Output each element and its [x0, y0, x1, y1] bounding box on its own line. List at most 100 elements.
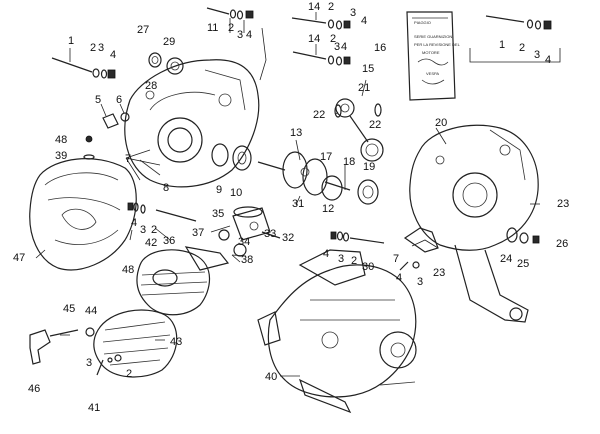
- label-38: 38: [241, 254, 253, 266]
- label-3d: 3: [334, 41, 340, 53]
- leader-lines: [35, 12, 540, 377]
- label-4a: 4: [110, 49, 116, 61]
- label-15: 15: [362, 63, 374, 75]
- callout-numbers: 1 2 3 4 27 29 28 11 2 3 4 14 2 3 4 14 2 …: [13, 1, 569, 414]
- label-34: 34: [238, 236, 250, 248]
- label-30: 30: [362, 261, 374, 273]
- label-29: 29: [163, 36, 175, 48]
- connecting-rod: [334, 98, 384, 162]
- bolt-set-top-center: [206, 7, 267, 81]
- label-4b: 4: [246, 29, 252, 41]
- label-1b: 1: [499, 39, 505, 51]
- crankshaft: [257, 151, 351, 196]
- bag-line5: VESPA: [426, 71, 439, 76]
- label-2d: 2: [330, 33, 336, 45]
- label-40: 40: [265, 371, 277, 383]
- label-4f: 4: [131, 217, 137, 229]
- label-16: 16: [374, 42, 386, 54]
- label-8: 8: [163, 182, 169, 194]
- label-18: 18: [343, 156, 355, 168]
- seals-and-bearings-left: [100, 52, 184, 129]
- label-6: 6: [116, 94, 122, 106]
- label-33: 33: [264, 228, 276, 240]
- label-20: 20: [435, 117, 447, 129]
- label-2i: 2: [126, 368, 132, 380]
- label-35: 35: [212, 208, 224, 220]
- label-3e: 3: [534, 49, 540, 61]
- label-32: 32: [282, 232, 294, 244]
- label-1a: 1: [68, 35, 74, 47]
- fastener-7-right: [399, 227, 439, 271]
- label-17: 17: [320, 151, 332, 163]
- label-12: 12: [322, 203, 334, 215]
- crankcase-right-half: [409, 124, 539, 323]
- label-44: 44: [85, 305, 97, 317]
- bearings-9-10: [211, 143, 252, 171]
- label-4h: 4: [396, 272, 402, 284]
- assembled-engine: [257, 249, 417, 414]
- bag-line1: PIAGGIO: [414, 20, 431, 25]
- label-13: 13: [290, 127, 302, 139]
- bolt-set-left: [51, 48, 116, 79]
- label-2g: 2: [351, 255, 357, 267]
- label-42: 42: [145, 237, 157, 249]
- label-4d: 4: [341, 41, 347, 53]
- gasket-set-bag: PIAGGIO SERIE GUARNIZIONI PER LA REVISIO…: [406, 11, 461, 101]
- label-46: 46: [28, 383, 40, 395]
- bearings-17-19: [321, 175, 379, 205]
- cylinder-head: [93, 309, 178, 378]
- label-14b: 14: [308, 33, 320, 45]
- label-48a: 48: [55, 134, 67, 146]
- head-bolt-41: [96, 354, 122, 376]
- label-47: 47: [13, 252, 25, 264]
- label-21: 21: [358, 82, 370, 94]
- label-36: 36: [163, 235, 175, 247]
- label-22a: 22: [313, 109, 325, 121]
- label-9: 9: [216, 184, 222, 196]
- label-4c: 4: [361, 15, 367, 27]
- label-3i: 3: [86, 357, 92, 369]
- label-45: 45: [63, 303, 75, 315]
- label-2c: 2: [328, 1, 334, 13]
- label-11: 11: [207, 22, 218, 34]
- seals-24-25-26: [506, 227, 540, 244]
- label-37: 37: [192, 227, 204, 239]
- label-14a: 14: [308, 1, 320, 13]
- label-26: 26: [556, 238, 568, 250]
- cylinder: [136, 246, 230, 316]
- label-22b: 22: [369, 119, 381, 131]
- label-19: 19: [363, 161, 375, 173]
- stud-set-30: [330, 231, 385, 244]
- label-31: 31: [292, 198, 304, 210]
- label-48b: 48: [122, 264, 134, 276]
- bag-line2: SERIE GUARNIZIONI: [414, 34, 453, 39]
- label-24: 24: [500, 253, 512, 265]
- label-7a: 7: [125, 153, 131, 165]
- label-25: 25: [517, 258, 529, 270]
- label-7b: 7: [393, 253, 399, 265]
- label-43: 43: [170, 336, 182, 348]
- label-2b: 2: [228, 22, 234, 34]
- crankcase-left-half: [124, 59, 260, 188]
- label-28: 28: [145, 80, 157, 92]
- label-3f: 3: [140, 224, 146, 236]
- label-2a: 2: [90, 42, 96, 54]
- label-3h: 3: [417, 276, 423, 288]
- bag-line4: MOTORE: [422, 50, 440, 55]
- label-23b: 23: [433, 267, 445, 279]
- label-5: 5: [95, 94, 101, 106]
- bag-line3: PER LA REVISIONE DEL: [414, 42, 461, 47]
- label-3c: 3: [350, 7, 356, 19]
- spark-plug-cap: [29, 327, 95, 365]
- label-23a: 23: [557, 198, 569, 210]
- fitting-48-39: [83, 135, 95, 160]
- label-39: 39: [55, 150, 67, 162]
- flywheel-cowl: [29, 158, 137, 271]
- label-3g: 3: [338, 253, 344, 265]
- label-10: 10: [230, 187, 242, 199]
- cylinder-stud: [127, 202, 197, 222]
- label-4g: 4: [323, 248, 329, 260]
- label-27: 27: [137, 24, 149, 36]
- label-2e: 2: [519, 42, 525, 54]
- label-4e: 4: [545, 54, 551, 66]
